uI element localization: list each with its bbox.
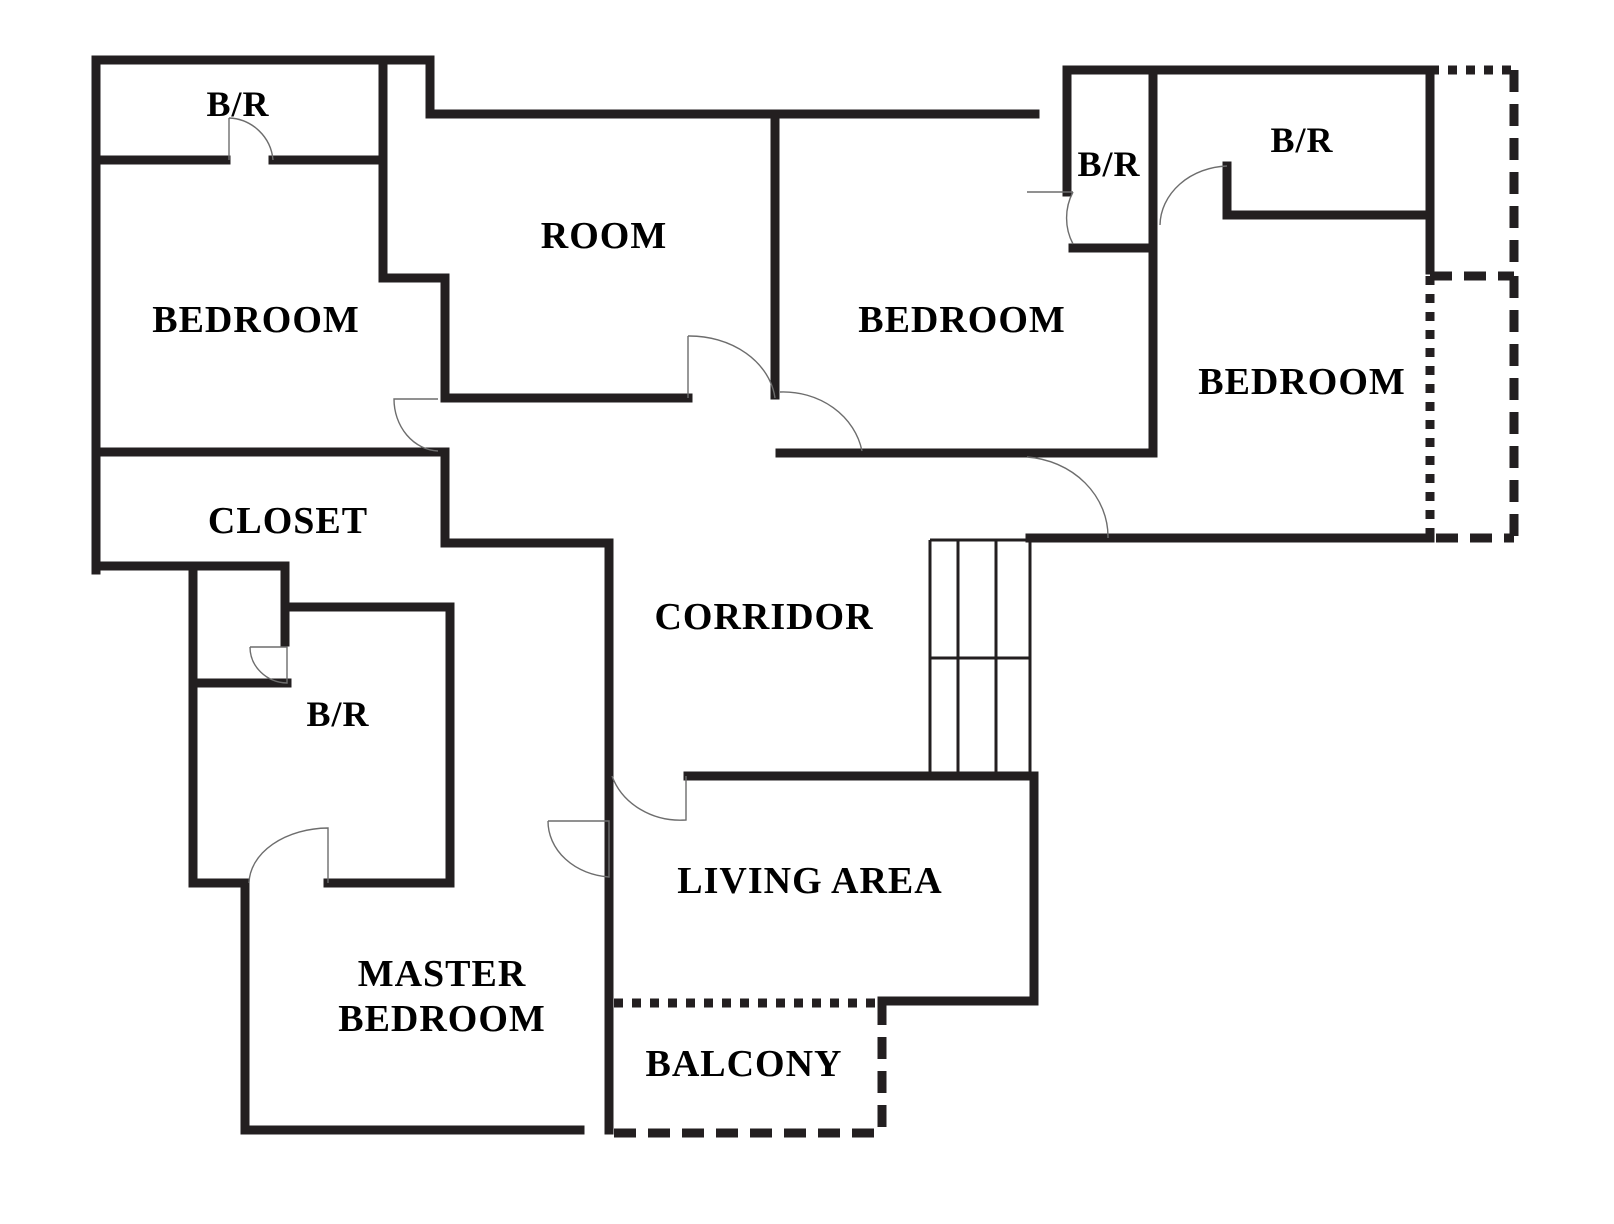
open-boundaries xyxy=(614,65,1519,1138)
label-corridor: CORRIDOR xyxy=(654,596,873,638)
label-bedroom-right: BEDROOM xyxy=(1198,361,1406,403)
label-room: ROOM xyxy=(541,215,667,257)
label-bedroom-middle: BEDROOM xyxy=(858,299,1066,341)
room-labels: B/R ROOM BEDROOM BEDROOM B/R B/R BEDROOM… xyxy=(152,84,1406,1085)
label-bedroom-left: BEDROOM xyxy=(152,299,360,341)
label-br-lower: B/R xyxy=(306,694,369,734)
label-master-bedroom-line2: BEDROOM xyxy=(338,998,546,1040)
label-master-bedroom-line1: MASTER xyxy=(358,953,527,995)
walls xyxy=(91,55,1435,1135)
stairs xyxy=(928,538,1032,776)
door-swings xyxy=(228,117,1228,884)
label-br-small-middle: B/R xyxy=(1077,144,1140,184)
label-br-top-left: B/R xyxy=(206,84,269,124)
label-balcony: BALCONY xyxy=(645,1043,842,1085)
label-closet: CLOSET xyxy=(208,500,368,542)
label-living-area: LIVING AREA xyxy=(677,860,942,902)
label-br-top-right: B/R xyxy=(1270,120,1333,160)
